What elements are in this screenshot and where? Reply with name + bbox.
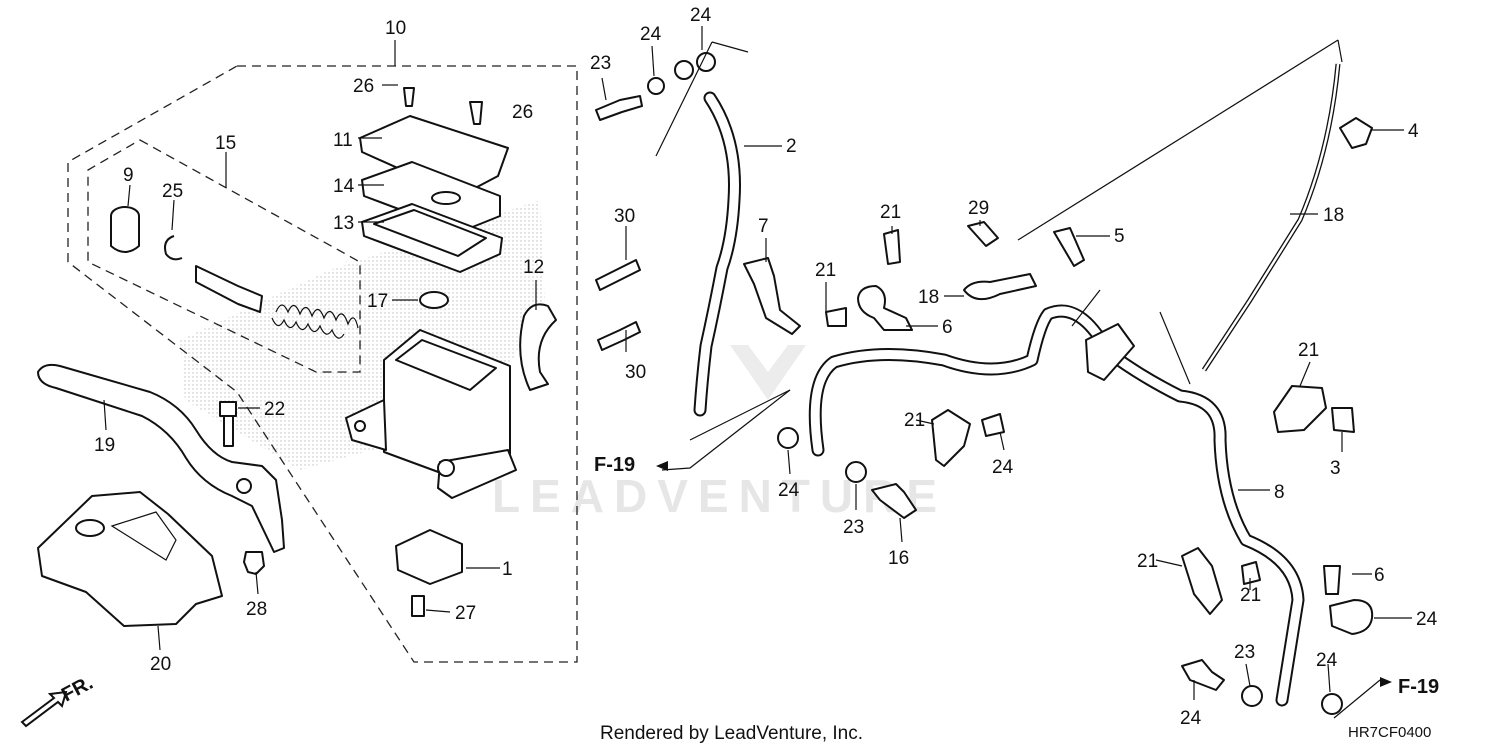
callout-26b: 26 [512,102,533,123]
ref-f19-right: F-19 [1398,676,1439,698]
callout-16: 4 [1408,121,1419,142]
callout-25: 25 [162,181,183,202]
spring [271,304,359,339]
front-direction-indicator: FR. [20,672,97,728]
brake-hose-2 [595,52,741,417]
callout-7: 7 [758,216,769,237]
ref-f19-left: F-19 [594,454,635,476]
callout-labels: 10 26 26 11 14 13 15 9 25 17 12 30 30 22… [94,5,1438,729]
callout-21c: 29 [968,198,989,219]
callout-8: 21 [1137,551,1158,572]
callout-28: 28 [246,599,267,620]
callout-2: 2 [786,136,797,157]
callout-11: 11 [333,130,353,151]
callout-labels-extra: 24 [1316,650,1338,671]
callout-30a: 30 [614,206,635,227]
callout-23a: 23 [590,53,611,74]
callout-3: 8 [1274,482,1285,503]
reservoir-cap-assembly [359,87,509,309]
master-cylinder-group-outline [67,65,578,663]
callout-24a: 24 [640,24,662,45]
callout-21e: 3 [1330,458,1341,479]
master-cylinder-body [345,329,517,499]
brake-hose-3 [808,304,1305,707]
callout-6a: 6 [942,317,953,338]
leader-lines [103,26,1412,719]
callout-21g: 6 [1374,565,1385,586]
callout-24e: 23 [1234,642,1255,663]
callout-18b: 21 [1298,340,1319,361]
callout-21f: 21 [1240,585,1261,606]
callout-10: 10 [385,18,406,39]
callout-21b: 21 [880,202,901,223]
callout-21a: 21 [815,260,836,281]
callout-6b: 24 [1416,609,1438,630]
callout-17: 17 [367,291,388,312]
callout-15: 15 [215,133,236,154]
callout-30b: 30 [625,362,646,383]
callout-1: 1 [502,559,513,580]
callout-18a: 18 [918,287,939,308]
small-parts [743,117,1374,715]
lever-cover [37,491,223,627]
callout-24d: 23 [843,517,864,538]
callout-20: 20 [150,654,171,675]
callout-13: 13 [333,213,354,234]
callout-19: 19 [94,435,115,456]
callout-21d: 24 [992,457,1014,478]
callout-29: 5 [1114,226,1125,247]
callout-14: 14 [333,176,355,197]
callout-27: 27 [455,603,476,624]
diagram-code: HR7CF0400 [1348,724,1431,741]
holder-and-bolts [519,259,641,391]
callout-24b: 24 [690,5,712,26]
callout-26a: 26 [353,76,374,97]
callout-23b: 16 [888,548,909,569]
brake-switch [395,529,463,617]
section-references: F-19 F-19 [594,454,1439,698]
footer-credit: Rendered by LeadVenture, Inc. [600,723,863,744]
piston-kit [110,206,359,339]
callout-9: 9 [123,165,134,186]
callout-24c: 24 [778,480,800,501]
svg-text:24: 24 [1316,650,1338,671]
brake-lever [37,363,285,553]
brake-pipe-4 [1201,63,1341,372]
pivot-bolt [219,401,265,575]
callout-4: 18 [1323,205,1344,226]
callout-23c: 24 [1180,708,1202,729]
callout-12: 12 [523,257,544,278]
callout-5: 21 [904,410,925,431]
callout-22: 22 [264,399,285,420]
